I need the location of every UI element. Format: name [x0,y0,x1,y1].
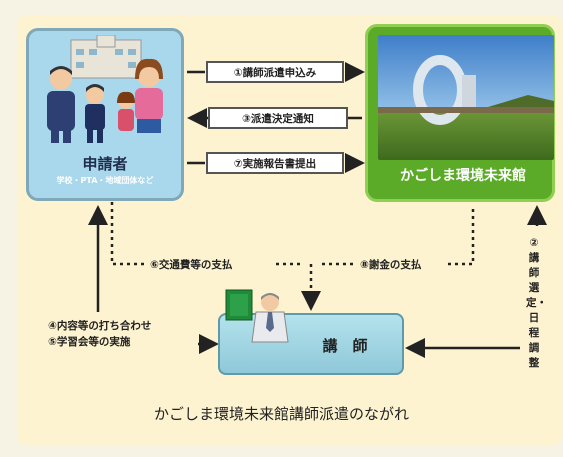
people-illustration-icon [47,35,163,143]
applicant-subtitle: 学校・PTA・地域団体など [56,176,154,185]
step6-label: ⑥交通費等の支払 [150,259,233,271]
applicant-box: 申請者 学校・PTA・地域団体など [26,28,184,201]
applicant-title: 申請者 [82,155,128,173]
museum-photo-icon [378,35,554,160]
museum-box: かごしま環境未来館 [365,24,555,202]
lecturer-illustration-icon [225,289,289,343]
museum-title: かごしま環境未来館 [400,168,526,184]
step5-label: ⑤学習会等の実施 [48,336,131,348]
diagram-caption: かごしま環境未来館講師派遣のながれ [153,405,409,423]
step7-label: ⑦実施報告書提出 [206,152,344,174]
step2-label: ②講師選定・日程調整 [526,237,547,369]
step1-label: ①講師派遣申込み [206,61,344,83]
step3-label: ③派遣決定通知 [208,107,348,129]
step4-label: ④内容等の打ち合わせ [48,320,152,332]
lecturer-box: 講 師 [218,313,404,375]
lecturer-title: 講 師 [322,337,368,355]
step8-label: ⑧謝金の支払 [360,259,422,271]
